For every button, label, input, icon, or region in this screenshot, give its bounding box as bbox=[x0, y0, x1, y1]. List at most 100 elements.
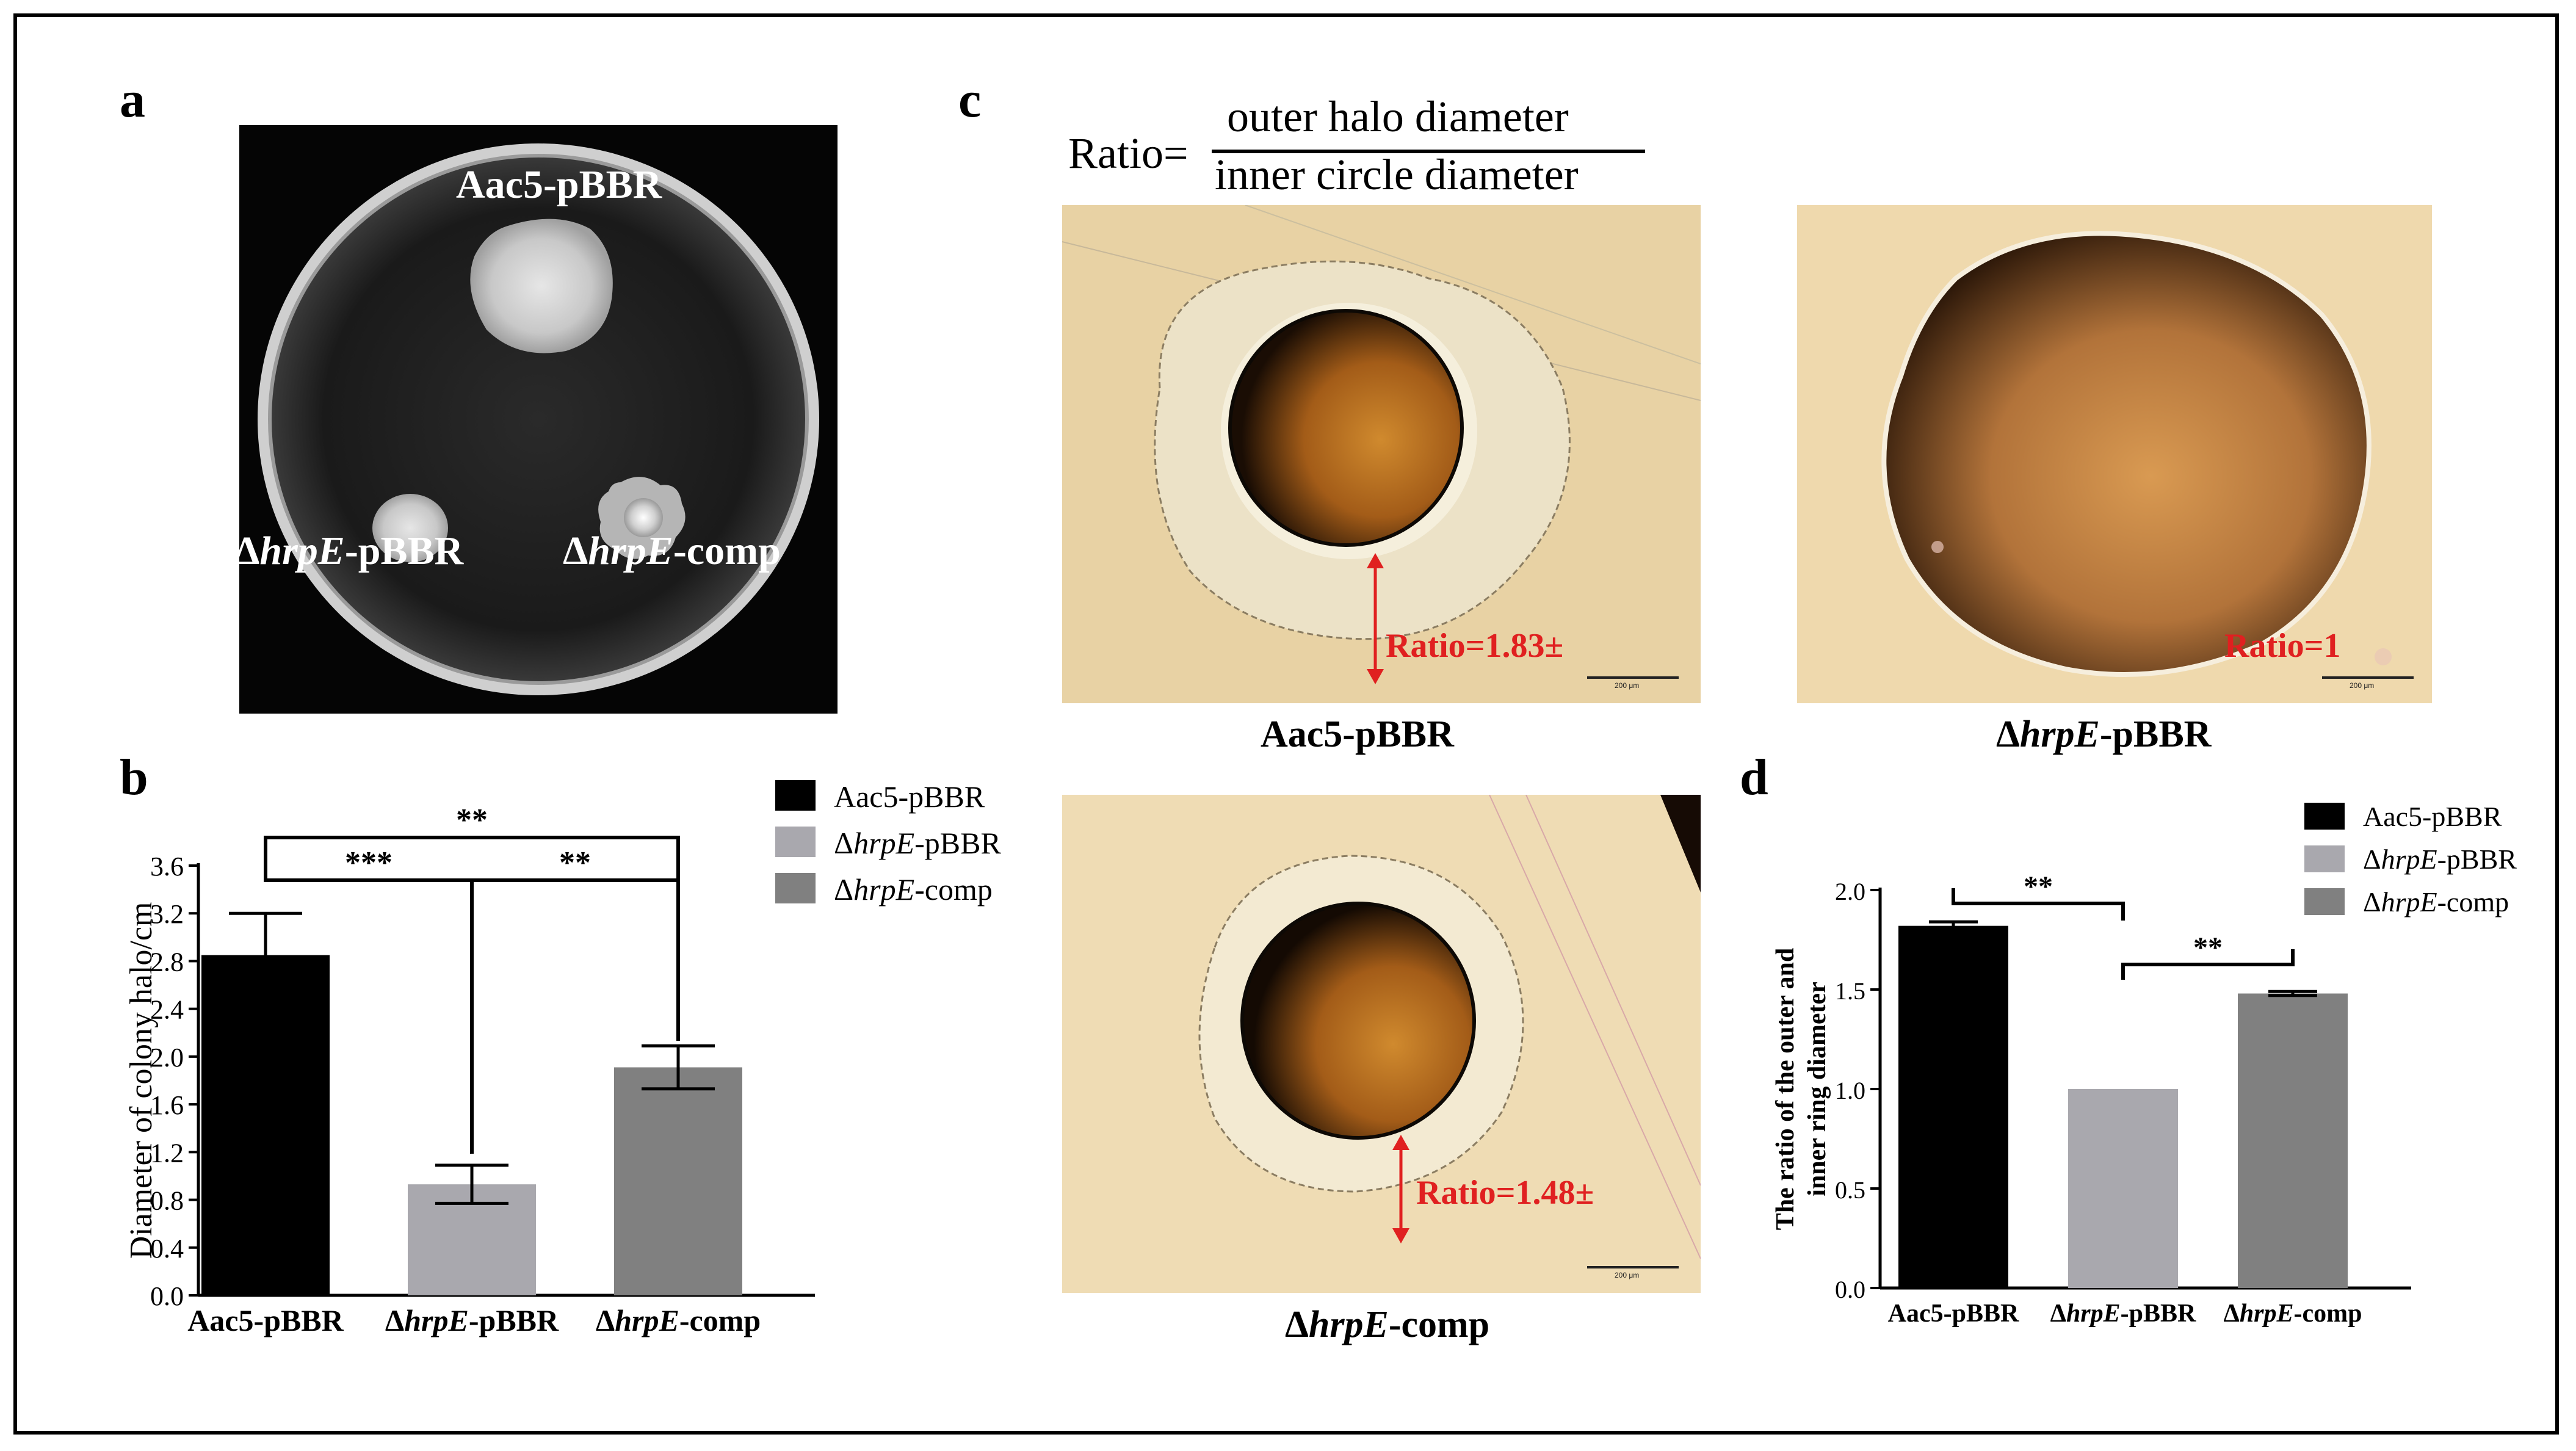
panel-a-letter: a bbox=[120, 71, 145, 128]
bar bbox=[614, 1067, 742, 1295]
scratch-line bbox=[1245, 205, 1701, 364]
micrograph-comp: Ratio=1.48± 200 μm bbox=[1062, 795, 1701, 1293]
significance-label: ** bbox=[2024, 870, 2053, 903]
y-tick-label: 0.4 bbox=[150, 1234, 184, 1264]
corner-shadow bbox=[1660, 795, 1701, 892]
category-label: ΔhrpE-pBBR bbox=[385, 1303, 559, 1337]
significance-label: ** bbox=[456, 803, 488, 838]
legend-swatch bbox=[2304, 888, 2345, 915]
y-tick-label: 2.8 bbox=[150, 947, 184, 977]
category-label: ΔhrpE-comp bbox=[596, 1303, 761, 1337]
plate-label-comp: ΔhrpE-comp bbox=[563, 529, 781, 573]
scale-bar bbox=[1587, 676, 1679, 679]
scale-bar-label: 200 μm bbox=[2350, 681, 2375, 690]
bar bbox=[201, 955, 330, 1295]
significance-label: ** bbox=[2193, 932, 2223, 964]
ratio-formula-prefix: Ratio= bbox=[1068, 129, 1189, 178]
ratio-formula-denominator: inner circle diameter bbox=[1215, 150, 1579, 199]
y-axis-label: Diameter of colony halo/cm bbox=[124, 902, 159, 1259]
micrograph-mutant: Ratio=1 200 μm bbox=[1797, 205, 2432, 703]
legend-swatch bbox=[2304, 803, 2345, 830]
scratch-line bbox=[1525, 795, 1701, 1186]
y-tick-label: 0.0 bbox=[150, 1281, 184, 1311]
y-tick-label: 0.5 bbox=[1835, 1176, 1865, 1204]
category-label: Aac5-pBBR bbox=[1888, 1300, 2019, 1328]
micrograph-comp-drawing bbox=[1198, 795, 1701, 1259]
panel-c-letter: c bbox=[958, 71, 982, 128]
ratio-formula-fraction-bar bbox=[1212, 150, 1645, 153]
legend-label: Aac5-pBBR bbox=[2363, 801, 2502, 832]
background-speck bbox=[1931, 541, 1944, 553]
petri-dish-drawing bbox=[258, 143, 819, 695]
panel-b-letter: b bbox=[120, 749, 148, 806]
significance-bracket bbox=[2121, 949, 2295, 980]
significance-bracket bbox=[1952, 888, 2125, 921]
y-tick-label: 0.0 bbox=[1835, 1276, 1865, 1303]
legend-label: ΔhrpE-comp bbox=[2363, 886, 2509, 917]
y-tick-label: 2.0 bbox=[1835, 878, 1865, 905]
y-axis-label-line: inner ring diameter bbox=[1803, 982, 1831, 1196]
halo-arrow-head-up bbox=[1367, 553, 1384, 568]
dish-inner-rim bbox=[268, 154, 809, 685]
category-label: Aac5-pBBR bbox=[187, 1303, 344, 1337]
caption-mutant: ΔhrpE-pBBR bbox=[1996, 714, 2212, 755]
legend-swatch bbox=[775, 873, 816, 903]
legend-swatch bbox=[775, 780, 816, 811]
halo-arrow-head-down bbox=[1392, 1228, 1409, 1243]
caption-wt: Aac5-pBBR bbox=[1261, 714, 1454, 755]
legend-label: ΔhrpE-pBBR bbox=[2363, 844, 2517, 875]
y-tick-label: 3.2 bbox=[150, 899, 184, 929]
y-tick-label: 1.6 bbox=[150, 1090, 184, 1120]
significance-bracket bbox=[264, 836, 680, 1032]
bar bbox=[2238, 993, 2348, 1288]
y-tick-label: 1.2 bbox=[150, 1138, 184, 1168]
background-speck bbox=[2375, 648, 2392, 665]
ratio-label-comp: Ratio=1.48± bbox=[1416, 1174, 1594, 1212]
micrograph-wt-drawing bbox=[1062, 205, 1701, 684]
y-tick-label: 1.5 bbox=[1835, 977, 1865, 1005]
bar bbox=[2068, 1089, 2178, 1288]
scale-bar bbox=[1587, 1266, 1679, 1268]
y-tick-label: 3.6 bbox=[150, 852, 184, 881]
halo-arrow-head-down bbox=[1367, 669, 1384, 684]
inner-colony bbox=[1240, 902, 1476, 1140]
halo-arrow-head-up bbox=[1392, 1135, 1409, 1150]
y-tick-label: 2.0 bbox=[150, 1043, 184, 1073]
y-tick-label: 0.8 bbox=[150, 1186, 184, 1216]
figure-frame bbox=[13, 13, 2559, 1435]
mutant-colony bbox=[372, 494, 448, 562]
micrograph-wt: Ratio=1.83± 200 μm bbox=[1062, 205, 1701, 703]
plate-label-mutant: ΔhrpE-pBBR bbox=[234, 529, 464, 573]
comp-colony-center bbox=[624, 498, 663, 537]
ratio-label-mutant: Ratio=1 bbox=[2224, 627, 2341, 665]
y-tick-label: 1.0 bbox=[1835, 1077, 1865, 1104]
ratio-formula-numerator: outer halo diameter bbox=[1227, 92, 1569, 141]
legend-swatch bbox=[2304, 845, 2345, 872]
panel-d-letter: d bbox=[1740, 749, 1768, 806]
caption-comp: ΔhrpE-comp bbox=[1285, 1304, 1490, 1345]
y-tick-label: 2.4 bbox=[150, 995, 184, 1025]
scale-bar-label: 200 μm bbox=[1615, 1271, 1640, 1279]
legend-label: Aac5-pBBR bbox=[834, 780, 985, 814]
inner-colony bbox=[1881, 231, 2372, 677]
bar bbox=[1898, 925, 2008, 1288]
category-label: ΔhrpE-pBBR bbox=[2050, 1300, 2196, 1328]
inner-colony bbox=[1228, 309, 1464, 547]
significance-label: *** bbox=[345, 845, 393, 880]
micrograph-mutant-drawing bbox=[1881, 231, 2392, 677]
petri-dish-photo: Aac5-pBBR ΔhrpE-pBBR ΔhrpE-comp bbox=[234, 125, 838, 714]
y-axis-label-line: The ratio of the outer and bbox=[1771, 948, 1800, 1230]
legend-label: ΔhrpE-comp bbox=[834, 872, 993, 906]
scale-bar bbox=[2322, 676, 2414, 679]
category-label: ΔhrpE-comp bbox=[2223, 1300, 2362, 1328]
scale-bar-label: 200 μm bbox=[1615, 681, 1640, 690]
plate-label-wt: Aac5-pBBR bbox=[456, 162, 662, 207]
legend-label: ΔhrpE-pBBR bbox=[834, 826, 1002, 860]
ratio-label-wt: Ratio=1.83± bbox=[1386, 627, 1564, 665]
legend-swatch bbox=[775, 827, 816, 857]
wt-colony bbox=[470, 219, 613, 353]
significance-label: ** bbox=[559, 845, 591, 880]
scratch-line bbox=[1489, 795, 1701, 1259]
